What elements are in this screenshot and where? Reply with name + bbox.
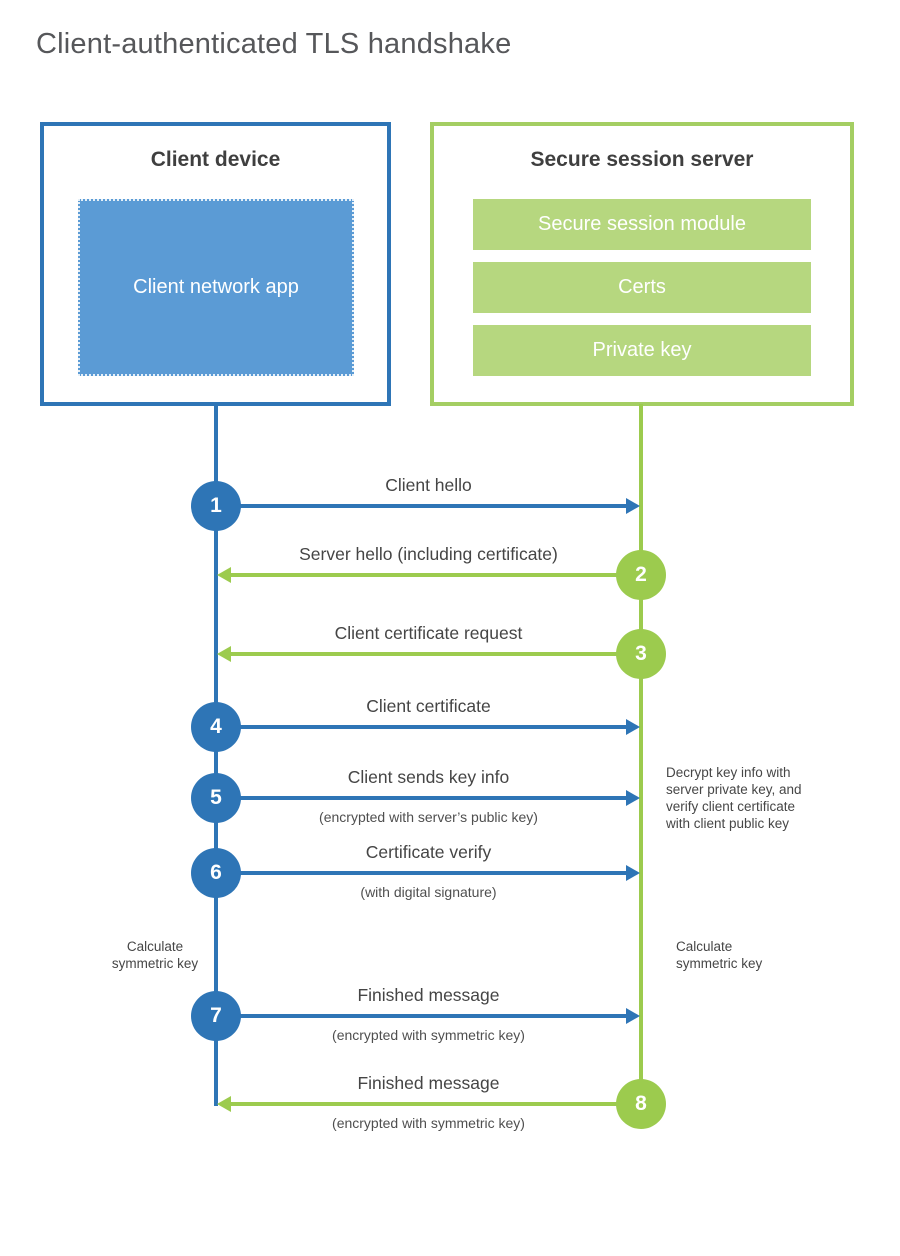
arrowhead-icon-8 [217,1096,231,1112]
message-label-2: Server hello (including certificate) [299,544,558,564]
server-module-bar-2: Certs [473,262,811,313]
message-arrow-6 [216,871,626,875]
server-module-bar-1: Secure session module [473,199,811,250]
message-sublabel-8: (encrypted with symmetric key) [332,1115,525,1131]
message-label-5: Client sends key info [347,767,510,787]
step-circle-7: 7 [191,991,241,1041]
decrypt-key-note: Decrypt key info with server private key… [666,765,802,831]
arrowhead-icon-5 [626,790,640,806]
server-module-bar-3: Private key [473,325,811,376]
message-arrow-4 [216,725,626,729]
message-sublabel-7: (encrypted with symmetric key) [332,1027,525,1043]
arrowhead-icon-7 [626,1008,640,1024]
arrowhead-icon-2 [217,567,231,583]
calculate-symmetric-key-note-server: Calculate symmetric key [676,939,763,971]
message-arrow-1 [216,504,626,508]
message-sublabel-5: (encrypted with server’s public key) [319,809,538,825]
message-label-1: Client hello [385,475,472,495]
calculate-symmetric-key-note-client: Calculate symmetric key [111,939,199,971]
client-lifeline [214,404,218,1106]
step-circle-6: 6 [191,848,241,898]
page-title: Client-authenticated TLS handshake [36,28,512,60]
client-network-app-box: Client network app [78,199,354,376]
message-label-4: Client certificate [366,696,491,716]
step-circle-4: 4 [191,702,241,752]
message-sublabel-6: (with digital signature) [360,884,497,900]
message-arrow-3 [231,652,641,656]
arrowhead-icon-6 [626,865,640,881]
message-arrow-8 [231,1102,641,1106]
client-network-app-label: Client network app [133,276,299,298]
message-label-6: Certificate verify [365,842,492,862]
arrowhead-icon-4 [626,719,640,735]
step-circle-5: 5 [191,773,241,823]
message-arrow-5 [216,796,626,800]
client-device-title: Client device [150,148,281,171]
step-circle-3: 3 [616,629,666,679]
message-arrow-7 [216,1014,626,1018]
step-circle-2: 2 [616,550,666,600]
message-label-8: Finished message [357,1073,500,1093]
step-circle-8: 8 [616,1079,666,1129]
arrowhead-icon-3 [217,646,231,662]
step-circle-1: 1 [191,481,241,531]
server-lifeline [639,404,643,1105]
message-arrow-2 [231,573,641,577]
secure-session-server-title: Secure session server [530,148,754,171]
message-label-3: Client certificate request [334,623,523,643]
message-label-7: Finished message [357,985,500,1005]
arrowhead-icon-1 [626,498,640,514]
